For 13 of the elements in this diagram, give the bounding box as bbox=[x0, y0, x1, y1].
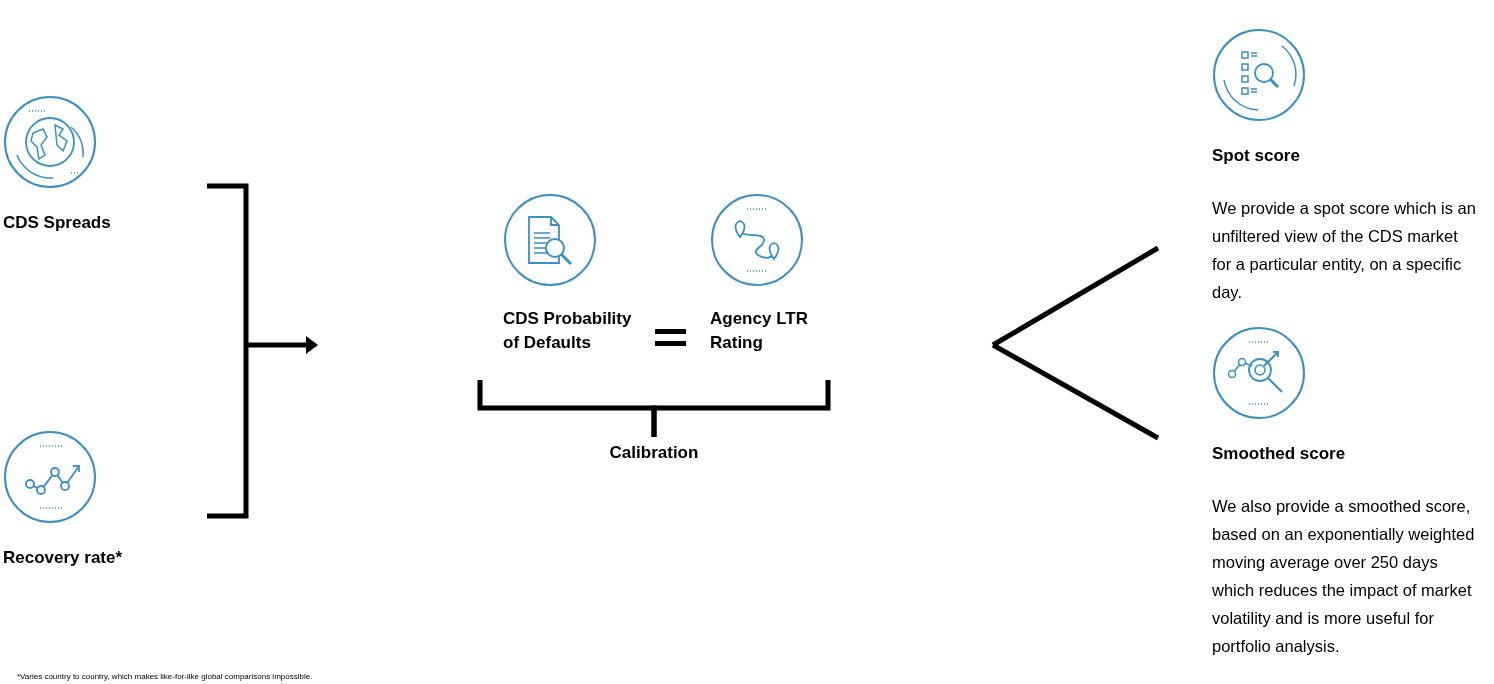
description-text: We also provide a smoothed score, based on an exponentially weighted moving average over 250 days which reduces the impact of market volatility and is more useful for portfolio analysis. bbox=[1212, 496, 1476, 657]
node-heading: Smoothed score bbox=[1212, 443, 1347, 465]
node-label: Calibration bbox=[609, 442, 699, 465]
node-label: Recovery rate* bbox=[3, 547, 124, 569]
node-label: CDS Probability of Defaults bbox=[503, 308, 633, 354]
connector-line bbox=[651, 380, 831, 437]
node-heading: Spot score bbox=[1212, 145, 1301, 167]
description-text: We provide a spot score which is an unfiltered view of the CDS market for a particular entity, on a specific day. bbox=[1212, 198, 1477, 303]
footnote: *Varies country to country, which makes like-for-like global comparisons impossible. bbox=[17, 672, 313, 682]
node-label: CDS Spreads bbox=[3, 212, 112, 234]
connector-line bbox=[991, 342, 1160, 441]
connector-line bbox=[991, 245, 1160, 348]
node-label: Agency LTR Rating bbox=[710, 308, 809, 354]
